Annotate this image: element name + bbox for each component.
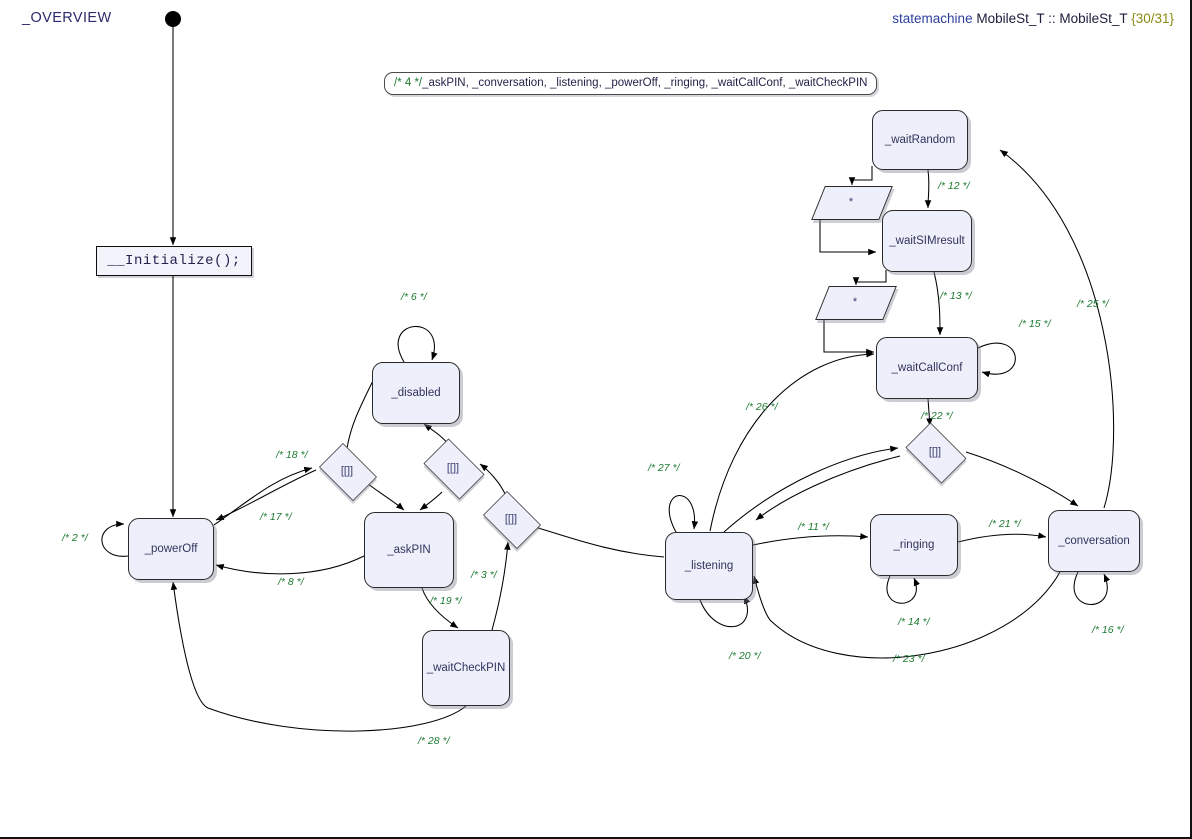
- transition-label-2: /* 2 */: [62, 532, 88, 544]
- transition-label-16: /* 16 */: [1092, 624, 1124, 636]
- state-powerOff[interactable]: _powerOff: [128, 518, 214, 580]
- transition-label-8: /* 8 */: [278, 576, 304, 588]
- statemachine-header: statemachine MobileSt_T :: MobileSt_T {3…: [892, 11, 1174, 26]
- transition-label-19: /* 19 */: [430, 595, 462, 607]
- transition-label-18: /* 18 */: [276, 449, 308, 461]
- state-disabled[interactable]: _disabled: [372, 362, 460, 424]
- initialize-action-box: __Initialize();: [96, 246, 252, 276]
- comment-number: /* 4 */: [394, 77, 423, 89]
- comment-box: /* 4 */_askPIN, _conversation, _listenin…: [384, 72, 878, 95]
- statemachine-counter: {30/31}: [1131, 11, 1174, 26]
- transition-label-22: /* 22 */: [921, 410, 953, 422]
- page-title: _OVERVIEW: [22, 10, 112, 26]
- transition-label-23: /* 23 */: [893, 653, 925, 665]
- action-label: *: [852, 296, 858, 308]
- state-waitSIMresult[interactable]: _waitSIMresult: [882, 210, 972, 272]
- transition-label-25: /* 25 */: [1077, 298, 1109, 310]
- state-listening[interactable]: _listening: [665, 532, 753, 600]
- transition-label-21: /* 21 */: [989, 518, 1021, 530]
- transition-label-15: /* 15 */: [1019, 318, 1051, 330]
- transition-label-26: /* 26 */: [746, 401, 778, 413]
- state-waitRandom[interactable]: _waitRandom: [872, 110, 968, 170]
- action-node-waitrandom[interactable]: *: [811, 186, 893, 220]
- transition-label-3: /* 3 */: [471, 569, 497, 581]
- action-label: *: [848, 196, 854, 208]
- transition-label-17: /* 17 */: [260, 511, 292, 523]
- transition-label-27: /* 27 */: [648, 462, 680, 474]
- state-waitCheckPIN[interactable]: _waitCheckPIN: [422, 630, 510, 706]
- state-askPIN[interactable]: _askPIN: [364, 512, 454, 588]
- transition-label-14: /* 14 */: [898, 616, 930, 628]
- state-ringing[interactable]: _ringing: [870, 514, 958, 576]
- statemachine-keyword: statemachine: [892, 11, 973, 26]
- statemachine-qualified-name: MobileSt_T :: MobileSt_T: [976, 11, 1128, 26]
- state-waitCallConf[interactable]: _waitCallConf: [876, 337, 978, 399]
- comment-text: _askPIN, _conversation, _listening, _pow…: [422, 77, 868, 89]
- action-node-waitsim[interactable]: *: [815, 286, 897, 320]
- transition-label-6: /* 6 */: [401, 291, 427, 303]
- transition-label-28: /* 28 */: [418, 735, 450, 747]
- transition-label-13: /* 13 */: [940, 290, 972, 302]
- start-node-icon: [165, 11, 181, 27]
- state-conversation[interactable]: _conversation: [1048, 510, 1140, 572]
- transition-label-12: /* 12 */: [938, 180, 970, 192]
- transition-label-20: /* 20 */: [729, 650, 761, 662]
- transition-label-11: /* 11 */: [798, 521, 829, 533]
